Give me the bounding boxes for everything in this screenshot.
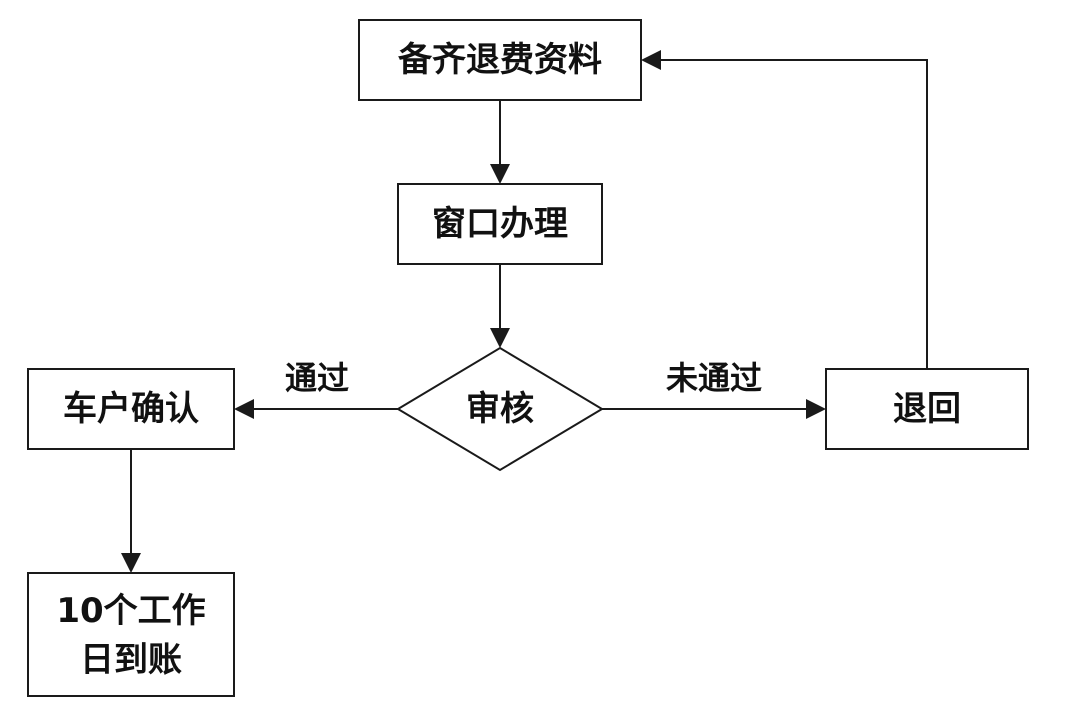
arrowhead-down-icon <box>490 164 510 184</box>
node-review-decision-label: 审核 <box>466 389 534 429</box>
node-window-processing: 窗口办理 <box>397 183 603 265</box>
arrowhead-right-icon <box>806 399 826 419</box>
edge-return-to-prepare <box>641 50 928 369</box>
node-arrival-line2: 日到账 <box>80 640 182 680</box>
arrowhead-left-icon <box>234 399 254 419</box>
node-return-label: 退回 <box>893 389 961 429</box>
edge-confirm-to-arrival <box>121 449 141 573</box>
node-review-decision: 审核 <box>396 346 604 472</box>
node-return: 退回 <box>825 368 1029 450</box>
arrowhead-left-icon <box>641 50 661 70</box>
node-owner-confirm-label: 车户确认 <box>63 389 199 429</box>
node-arrival-line1: 10个工作 <box>56 591 205 631</box>
node-prepare-documents-label: 备齐退费资料 <box>398 40 602 80</box>
node-window-processing-label: 窗口办理 <box>432 204 568 244</box>
edge-review-fail: 未通过 <box>602 359 826 419</box>
arrowhead-down-icon <box>121 553 141 573</box>
node-owner-confirm: 车户确认 <box>27 368 235 450</box>
arrowhead-down-icon <box>490 328 510 348</box>
edge-fail-label: 未通过 <box>666 359 762 397</box>
edge-review-pass: 通过 <box>234 359 398 419</box>
node-prepare-documents: 备齐退费资料 <box>358 19 642 101</box>
edge-prepare-to-window <box>490 100 510 184</box>
edge-pass-label: 通过 <box>285 359 349 397</box>
node-arrival-ten-workdays: 10个工作 日到账 <box>27 572 235 697</box>
edge-window-to-review <box>490 264 510 348</box>
